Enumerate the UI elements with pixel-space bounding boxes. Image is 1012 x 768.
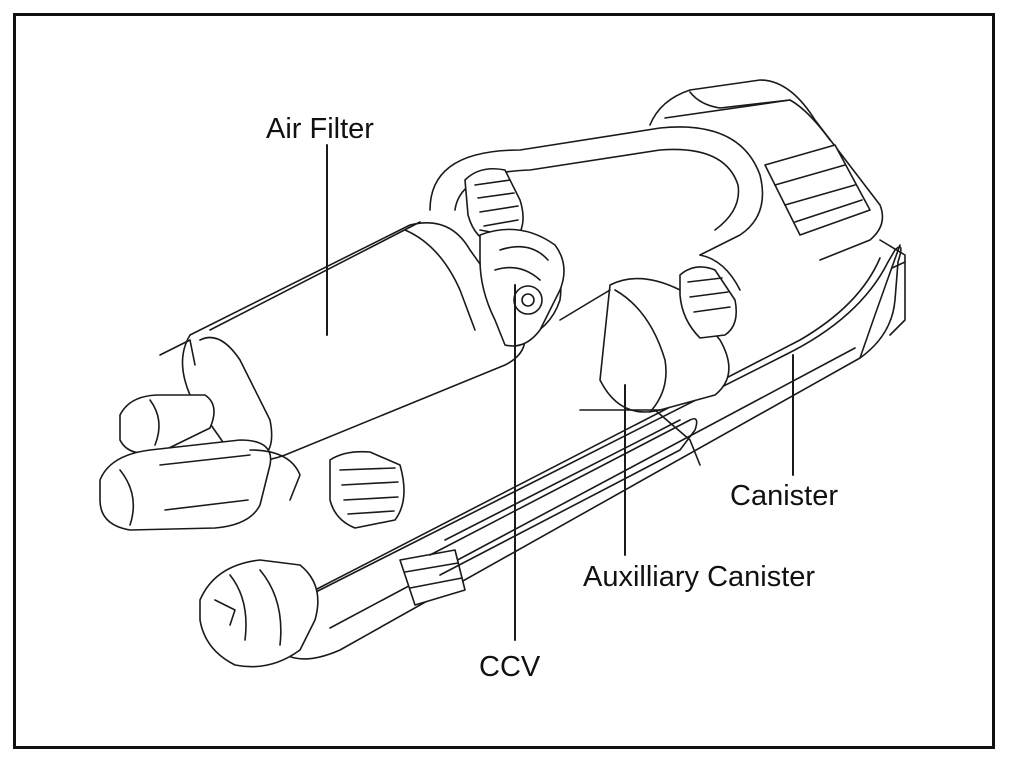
lower-hose-assembly	[99, 439, 301, 531]
lower-clamp	[329, 450, 405, 529]
auxiliary-canister-label: Auxilliary Canister	[583, 561, 816, 593]
aux-clamp	[679, 266, 738, 339]
ccv-valve	[479, 228, 565, 347]
diagram-frame	[13, 13, 995, 749]
canister-label: Canister	[730, 480, 838, 512]
air-filter-inlet	[119, 339, 215, 455]
leader-lines	[326, 144, 794, 641]
air-filter-body	[181, 221, 526, 462]
air-filter-label: Air Filter	[266, 113, 374, 145]
canister-lower-end	[199, 549, 466, 668]
canister-bracket	[649, 79, 884, 261]
lower-pipe	[429, 417, 698, 576]
ccv-label: CCV	[479, 651, 541, 683]
